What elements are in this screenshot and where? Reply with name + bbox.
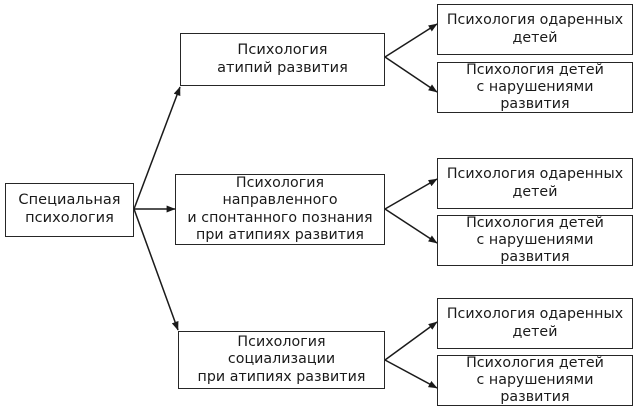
connector-branch-2-to-leaf-2-1 (384, 359, 438, 389)
node-branch-psychology-of-directed-and-spontaneous-cognition[interactable]: Психология направленного и спонтанного п… (175, 174, 385, 245)
node-leaf-0-0-label: Психология одаренных детей (446, 12, 624, 46)
connector-branch-0-to-leaf-0-0 (384, 23, 438, 58)
connector-branch-0-to-leaf-0-1 (384, 56, 438, 93)
node-leaf-1-0-label: Психология одаренных детей (446, 166, 624, 200)
connector-root-to-branch-2 (133, 208, 179, 331)
node-root[interactable]: Специальная психология (5, 183, 134, 237)
node-leaf-children-with-developmental-disorders-1[interactable]: Психология детей с нарушениями развития (437, 62, 633, 113)
node-branch-1-label: Психология направленного и спонтанного п… (187, 174, 373, 243)
connector-branch-1-to-leaf-1-1 (384, 208, 438, 244)
node-leaf-children-with-developmental-disorders-3[interactable]: Психология детей с нарушениями развития (437, 355, 633, 406)
node-branch-psychology-of-socialization[interactable]: Психология социализации при атипиях разв… (178, 331, 385, 389)
node-root-label: Специальная психология (18, 192, 121, 226)
connector-branch-1-to-leaf-1-0 (384, 178, 438, 210)
node-leaf-1-1-label: Психология детей с нарушениями развития (466, 214, 604, 266)
node-leaf-2-0-label: Психология одаренных детей (446, 306, 624, 340)
node-leaf-gifted-children-1[interactable]: Психология одаренных детей (437, 4, 633, 55)
node-leaf-gifted-children-3[interactable]: Психология одаренных детей (437, 298, 633, 349)
node-leaf-children-with-developmental-disorders-2[interactable]: Психология детей с нарушениями развития (437, 215, 633, 266)
node-leaf-gifted-children-2[interactable]: Психология одаренных детей (437, 158, 633, 209)
node-leaf-0-1-label: Психология детей с нарушениями развития (466, 61, 604, 113)
node-branch-2-label: Психология социализации при атипиях разв… (197, 334, 366, 385)
connector-root-to-branch-0 (133, 86, 181, 210)
connector-branch-2-to-leaf-2-0 (384, 321, 438, 361)
node-leaf-2-1-label: Психология детей с нарушениями развития (466, 354, 604, 406)
node-branch-psychology-of-atypical-development[interactable]: Психология атипий развития (180, 33, 385, 86)
node-branch-0-label: Психология атипий развития (217, 41, 348, 76)
